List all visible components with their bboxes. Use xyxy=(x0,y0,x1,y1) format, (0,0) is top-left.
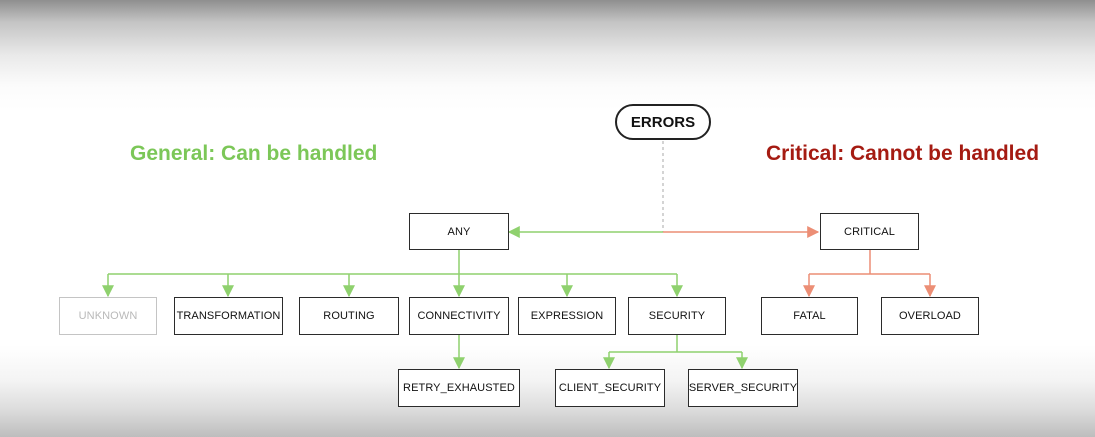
node-transformation: TRANSFORMATION xyxy=(174,297,283,335)
node-server-security: SERVER_SECURITY xyxy=(688,369,798,407)
node-client-security: CLIENT_SECURITY xyxy=(555,369,665,407)
root-node-errors: ERRORS xyxy=(615,104,711,140)
node-any: ANY xyxy=(409,213,509,250)
node-retry-exhausted: RETRY_EXHAUSTED xyxy=(398,369,520,407)
node-fatal: FATAL xyxy=(761,297,858,335)
node-unknown: UNKNOWN xyxy=(59,297,157,335)
node-routing: ROUTING xyxy=(299,297,399,335)
node-critical: CRITICAL xyxy=(820,213,919,250)
node-connectivity: CONNECTIVITY xyxy=(409,297,509,335)
general-category-heading: General: Can be handled xyxy=(130,142,378,165)
node-security: SECURITY xyxy=(628,297,726,335)
critical-category-heading: Critical: Cannot be handled xyxy=(766,142,1040,165)
node-expression: EXPRESSION xyxy=(518,297,616,335)
node-overload: OVERLOAD xyxy=(881,297,979,335)
